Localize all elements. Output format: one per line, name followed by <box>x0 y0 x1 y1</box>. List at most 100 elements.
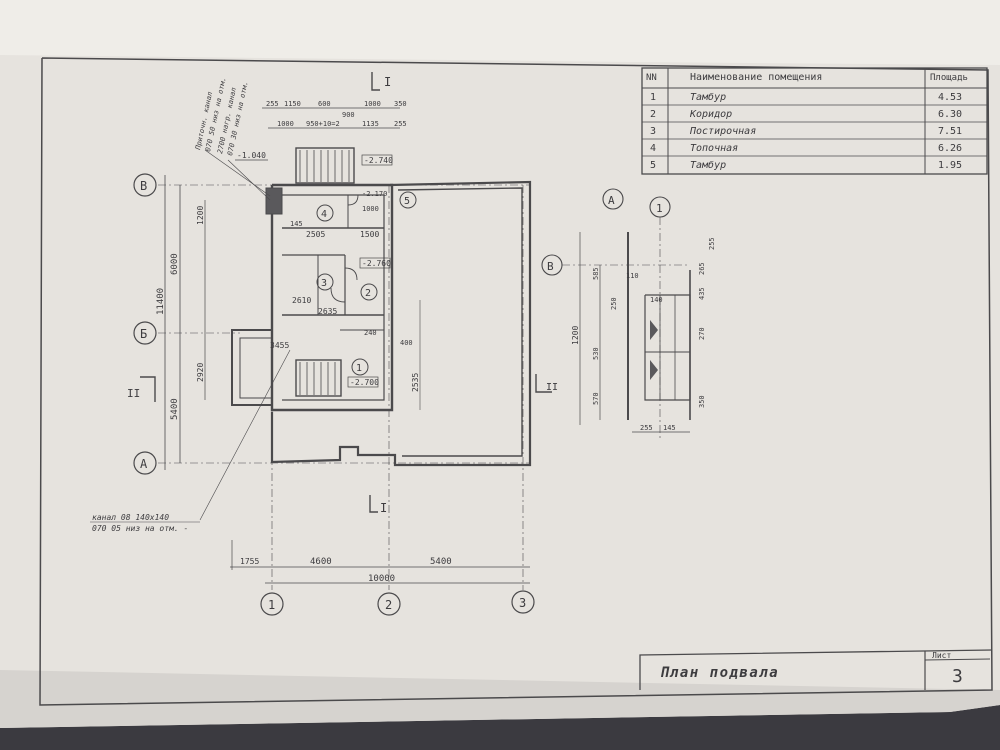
level-mark: -2.170 <box>362 190 387 198</box>
dim-text: 2610 <box>292 296 311 305</box>
table-row-name: Коридор <box>689 109 732 120</box>
dim-text: 585 <box>592 267 600 280</box>
dim-text: 110 <box>626 272 639 280</box>
room-marker <box>399 191 417 209</box>
canal-note: канал 08 140х140 <box>92 513 169 522</box>
axis-label-col: 1 <box>656 202 663 215</box>
dim-text: 255 <box>266 100 279 108</box>
axis-label-col: 3 <box>519 596 526 610</box>
dim-text: 4600 <box>310 557 332 567</box>
dim-text: 900 <box>342 111 355 119</box>
room-markers: 4 5 3 2 1 <box>316 191 417 376</box>
table-row-name: Постирочная <box>689 126 756 137</box>
room-marker <box>316 204 334 222</box>
dim-text: 1150 <box>284 100 301 108</box>
top-dimensions: 1150 600 1000 350 255 1000 950+10=2 1135… <box>262 100 407 129</box>
axis-bubble <box>511 590 535 614</box>
dim-text: 11400 <box>156 288 166 315</box>
detail-fragment: А 1 В 585 1200 530 570 250 140 110 435 2… <box>541 188 716 440</box>
axis-label-row: В <box>547 260 554 273</box>
axis-bubble <box>133 321 157 345</box>
dim-text: 2635 <box>318 307 337 316</box>
table-row-no: 5 <box>650 160 656 171</box>
axis-label-col: 2 <box>385 598 392 612</box>
section-mark-left: II <box>127 387 140 400</box>
dim-text: 1000 <box>364 100 381 108</box>
table-row-name: Тамбур <box>690 159 726 171</box>
table-header-name: Наименование помещения <box>690 72 822 83</box>
left-dimensions: 11400 6000 5400 2920 1200 <box>156 175 206 470</box>
table-row-area: 1.95 <box>938 160 962 171</box>
dim-text: 400 <box>400 339 413 347</box>
axis-bubble <box>260 592 284 616</box>
dim-text: 255 <box>708 237 716 250</box>
axis-bubble <box>377 592 401 616</box>
level-mark: -1.040 <box>237 151 266 160</box>
dim-text: 435 <box>698 287 706 300</box>
dim-text: 1200 <box>571 326 580 345</box>
dim-text: 265 <box>698 262 706 275</box>
section-mark-right: II <box>546 382 558 393</box>
axis-label-col: 1 <box>268 598 275 612</box>
table-row-area: 6.26 <box>938 143 962 154</box>
paper-top-edge <box>0 0 1000 65</box>
dim-text: 350 <box>394 100 407 108</box>
table-row-no: 1 <box>650 92 656 103</box>
room-number: 5 <box>404 196 410 207</box>
dim-text: 255 <box>640 424 653 432</box>
table-row-area: 6.30 <box>938 109 962 120</box>
dim-text: 350 <box>698 395 706 408</box>
sheet-title: План подвала <box>660 665 779 681</box>
axis-markers: В Б А 1 2 3 <box>133 173 535 616</box>
section-mark-top: I <box>384 75 391 89</box>
dim-text: 530 <box>592 347 600 360</box>
dim-text: 600 <box>318 100 331 108</box>
rooms-table: NN Наименование помещения Площадь 1 Тамб… <box>641 67 988 175</box>
axis-bubble <box>133 451 157 475</box>
sheet-number: 3 <box>952 666 963 687</box>
level-marks: -1.040 -2.740 -2.760 -2.700 -2.170 <box>235 151 393 388</box>
table-row-area: 7.51 <box>938 126 962 137</box>
dim-text: 240 <box>364 329 377 337</box>
dim-text: 570 <box>592 392 600 405</box>
room-number: 2 <box>365 288 371 299</box>
table-row-no: 3 <box>650 126 656 137</box>
axis-label-row: Б <box>140 327 147 341</box>
room-number: 4 <box>321 209 327 220</box>
dim-text: 270 <box>698 327 706 340</box>
dim-text: 2920 <box>196 363 205 382</box>
paper-bg <box>0 0 1000 728</box>
axis-label-row: А <box>608 194 615 207</box>
dim-text: 250 <box>610 297 618 310</box>
inner-dimensions: 2505 2635 3455 2535 1500 1000 2610 240 4… <box>270 205 421 410</box>
table-header-no: NN <box>646 73 657 83</box>
table-header-area: Площадь <box>930 73 968 83</box>
level-mark: -2.740 <box>364 156 393 165</box>
paper-shadow <box>0 670 1000 728</box>
level-mark: -2.700 <box>350 378 379 387</box>
dim-text: 145 <box>290 220 303 228</box>
dim-text: 950+10=2 <box>306 120 340 128</box>
room-marker <box>316 273 334 291</box>
dim-text: 6000 <box>170 253 180 275</box>
room-number: 1 <box>356 363 362 374</box>
table-row-no: 4 <box>650 143 656 154</box>
axis-label-row: В <box>140 179 147 193</box>
dim-text: 1000 <box>362 205 379 213</box>
table-row-name: Тамбур <box>690 91 726 103</box>
dim-text: 1135 <box>362 120 379 128</box>
axis-bubble <box>602 188 624 210</box>
sheet-label: Лист <box>932 651 951 660</box>
title-block: План подвала Лист 3 <box>639 649 993 690</box>
floor-plan <box>231 147 532 467</box>
canal-note: 070 05 низ на отм. - <box>92 524 188 533</box>
dim-text: 1000 <box>277 120 294 128</box>
room-marker <box>351 358 369 376</box>
axis-label-row: А <box>140 457 148 471</box>
table-row-name: Топочная <box>690 143 738 154</box>
axis-bubble <box>133 173 157 197</box>
room-number: 3 <box>321 278 327 289</box>
dim-text: 2505 <box>306 230 325 239</box>
dim-text: 1500 <box>360 230 379 239</box>
dim-text: 5400 <box>430 557 452 567</box>
